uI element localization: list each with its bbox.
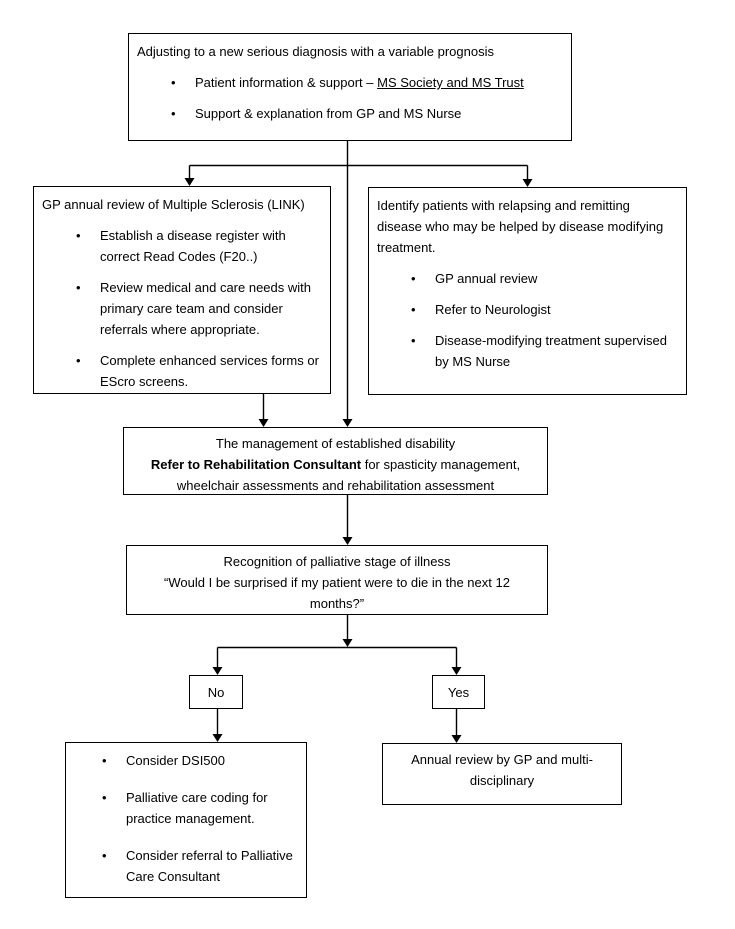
arrowhead-no-to-outcome (212, 734, 223, 742)
arrowhead-to-no (212, 667, 223, 675)
arrowhead-center-to-management (342, 419, 353, 427)
bullet-text-prefix: Patient information & support – (195, 75, 378, 90)
bullet-item: Palliative care coding for practice mana… (68, 787, 304, 829)
bullet-item: Refer to Neurologist (377, 299, 678, 320)
management-line2-rest: for spasticity management, wheelchair as… (176, 457, 521, 493)
arrowhead-palliative-split (342, 639, 353, 647)
bullet-text: Consider referral to Palliative Care Con… (126, 848, 293, 884)
bullet-item: Complete enhanced services forms or EScr… (42, 350, 322, 392)
bullet-item: Disease-modifying treatment supervised b… (377, 330, 678, 372)
bullet-item: Consider referral to Palliative Care Con… (68, 845, 304, 887)
arrowhead-to-yes (451, 667, 462, 675)
identify-patients-box: Identify patients with relapsing and rem… (368, 187, 687, 395)
bullet-text: Consider DSI500 (126, 753, 225, 768)
bullet-marker (411, 299, 435, 320)
bullet-text: Complete enhanced services forms or EScr… (100, 353, 319, 389)
bullet-marker (171, 103, 195, 124)
adjusting-diagnosis-box: Adjusting to a new serious diagnosis wit… (128, 33, 572, 141)
decision-no-box: No (189, 675, 243, 709)
bullet-text: Establish a disease register with correc… (100, 228, 286, 264)
bullet-marker (102, 845, 126, 887)
arrowhead-gp-review-to-management (258, 419, 269, 427)
yes-outcome-box: Annual review by GP and multi-disciplina… (382, 743, 622, 805)
bullet-marker (102, 787, 126, 829)
bullet-marker (411, 330, 435, 372)
bullet-text: GP annual review (435, 271, 538, 286)
bullet-marker (76, 225, 100, 267)
management-disability-box: The management of established disability… (123, 427, 548, 495)
box-title: Identify patients with relapsing and rem… (377, 198, 664, 255)
bullet-text: Palliative care coding for practice mana… (126, 790, 268, 826)
bullet-item: Review medical and care needs with prima… (42, 277, 322, 340)
bullet-marker (76, 350, 100, 392)
bullet-item: Establish a disease register with correc… (42, 225, 322, 267)
ms-society-trust-link[interactable]: MS Society and MS Trust (377, 75, 524, 90)
bullet-item: GP annual review (377, 268, 678, 289)
arrowhead-management-to-palliative (342, 537, 353, 545)
bullet-text: Review medical and care needs with prima… (100, 280, 311, 337)
yes-outcome-text: Annual review by GP and multi-disciplina… (411, 752, 593, 788)
box-title: Adjusting to a new serious diagnosis wit… (137, 44, 494, 59)
bullet-text: Support & explanation from GP and MS Nur… (195, 106, 462, 121)
bullet-marker (171, 72, 195, 93)
arrowhead-to-gp-review (184, 178, 195, 186)
bullet-item: Patient information & support – MS Socie… (137, 72, 563, 93)
bullet-marker (76, 277, 100, 340)
management-line1: The management of established disability (215, 436, 456, 451)
gp-annual-review-box: GP annual review of Multiple Sclerosis (… (33, 186, 331, 394)
bullet-marker (102, 750, 126, 771)
arrowhead-to-identify (522, 179, 533, 187)
palliative-line1: Recognition of palliative stage of illne… (223, 554, 451, 569)
yes-label: Yes (447, 684, 470, 700)
bullet-item: Support & explanation from GP and MS Nur… (137, 103, 563, 124)
bullet-text: Disease-modifying treatment supervised b… (435, 333, 667, 369)
bullet-text: Refer to Neurologist (435, 302, 551, 317)
arrowhead-yes-to-outcome (451, 735, 462, 743)
bullet-marker (411, 268, 435, 289)
box-title: GP annual review of Multiple Sclerosis (… (42, 197, 305, 212)
decision-yes-box: Yes (432, 675, 485, 709)
refer-rehabilitation-bold-text: Refer to Rehabilitation Consultant (150, 457, 362, 472)
bullet-text: Patient information & support – MS Socie… (195, 72, 563, 93)
palliative-question: “Would I be surprised if my patient were… (164, 575, 510, 611)
bullet-item: Consider DSI500 (68, 750, 304, 771)
palliative-recognition-box: Recognition of palliative stage of illne… (126, 545, 548, 615)
no-label: No (207, 684, 225, 700)
no-outcome-box: Consider DSI500 Palliative care coding f… (65, 742, 307, 898)
management-line2: Refer to Rehabilitation Consultant for s… (134, 454, 537, 496)
